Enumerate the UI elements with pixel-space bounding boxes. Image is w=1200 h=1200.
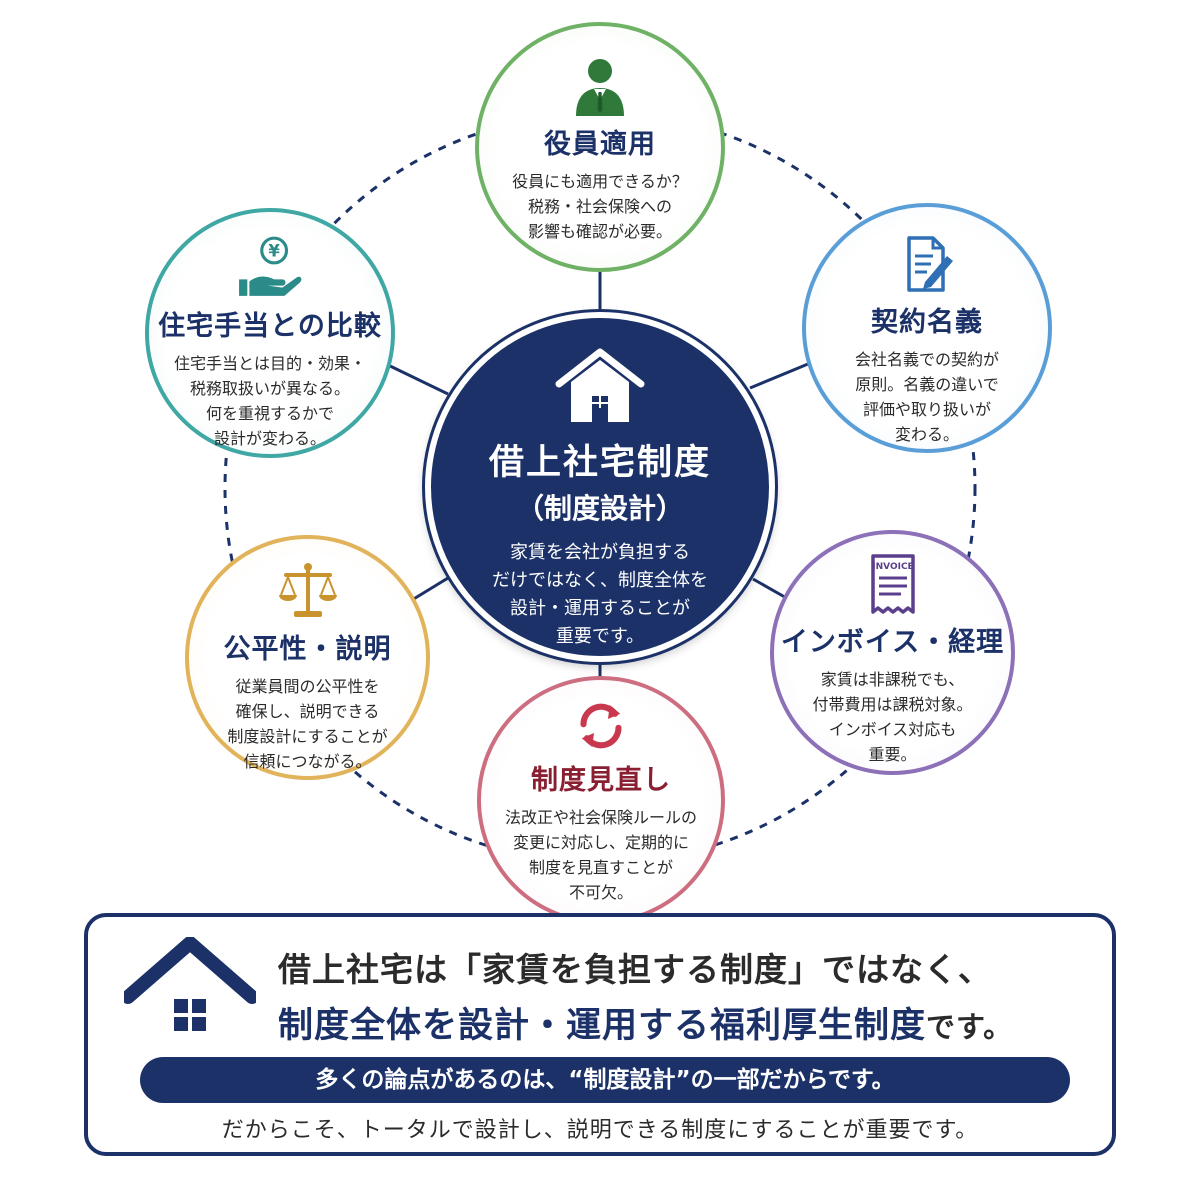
body-line: 重要です。 — [555, 626, 645, 647]
body-line: インボイス対応も — [828, 720, 957, 739]
center-subtitle: （制度設計） — [515, 492, 684, 525]
body-line: 家賃を会社が負担する — [510, 542, 690, 563]
node-title: 制度見直し — [531, 765, 671, 796]
body-line: 変わる。 — [894, 425, 959, 444]
body-line: 法改正や社会保険ルールの — [504, 808, 697, 827]
node-body: 会社名義での契約が 原則。名義の違いで 評価や取り扱いが 変わる。 — [855, 347, 999, 447]
body-line: だけではなく、制度全体を — [492, 570, 708, 591]
balance-scale-icon — [278, 563, 337, 617]
node-body: 法改正や社会保険ルールの 変更に対応し、定期的に 制度を見直すことが 不可欠。 — [505, 805, 697, 905]
invoice-label: INVOICE — [872, 562, 913, 572]
summary-pill: 多くの論点があるのは、“制度設計”の一部だからです。 — [140, 1057, 1070, 1103]
center-title: 借上社宅制度 — [488, 443, 711, 483]
node-jutaku: ¥ 住宅手当との比較 住宅手当とは目的・効果・ 税務取扱いが異なる。 何を重視す… — [145, 208, 395, 458]
summary-emphasis: 制度全体を設計・運用する福利厚生制度 — [278, 1006, 927, 1046]
spoke-jutaku — [387, 363, 449, 396]
body-line: 制度設計にすることが — [227, 727, 388, 746]
spoke-kouhei — [411, 576, 449, 602]
node-body: 従業員間の公平性を 確保し、説明できる 制度設計にすることが 信頼につながる。 — [227, 674, 387, 774]
node-minaoshi: 制度見直し 法改正や社会保険ルールの 変更に対応し、定期的に 制度を見直すことが… — [477, 676, 725, 924]
yen-hand-icon: ¥ — [239, 236, 302, 296]
invoice-document-icon: INVOICE — [870, 554, 915, 614]
body-line: 変更に対応し、定期的に — [512, 833, 689, 852]
node-title: 役員適用 — [544, 129, 656, 160]
body-line: 何を重視するかで — [205, 404, 334, 423]
summary-statement: 借上社宅は「家賃を負担する制度」ではなく、 — [278, 950, 992, 989]
body-line: 影響も確認が必要。 — [527, 222, 672, 241]
body-line: 会社名義での契約が — [854, 350, 999, 369]
summary-conclusion: 制度全体を設計・運用する福利厚生制度です。 — [278, 997, 1013, 1048]
spoke-keiyaku — [749, 362, 809, 390]
node-title: インボイス・経理 — [780, 627, 1005, 658]
node-title: 公平性・説明 — [223, 634, 392, 665]
body-line: 税務取扱いが異なる。 — [189, 379, 350, 398]
node-invoice: INVOICE インボイス・経理 家賃は非課税でも、 付帯費用は課税対象。 イン… — [770, 530, 1015, 775]
center-body: 家賃を会社が負担する だけではなく、制度全体を 設計・運用することが 重要です。 — [492, 539, 708, 651]
body-line: 制度を見直すことが — [528, 858, 673, 877]
body-line: 設計が変わる。 — [213, 429, 326, 448]
refresh-cycle-icon — [580, 703, 622, 749]
summary-footer: だからこそ、トータルで設計し、説明できる制度にすることが重要です。 — [221, 1118, 979, 1143]
body-line: 信頼につながる。 — [243, 752, 372, 771]
node-body: 役員にも適用できるか？ 税務・社会保険への 影響も確認が必要。 — [512, 169, 688, 244]
body-line: 重要。 — [868, 745, 917, 764]
contract-pen-icon — [907, 236, 953, 292]
yen-symbol: ¥ — [268, 242, 280, 261]
summary-tail: です。 — [926, 1010, 1014, 1044]
body-line: 設計・運用することが — [510, 598, 690, 619]
node-title: 住宅手当との比較 — [158, 311, 382, 342]
body-line: 付帯費用は課税対象。 — [812, 695, 973, 714]
body-line: 不可欠。 — [568, 883, 633, 902]
businessman-icon — [576, 59, 624, 116]
node-yakuin: 役員適用 役員にも適用できるか？ 税務・社会保険への 影響も確認が必要。 — [475, 22, 725, 272]
node-body: 住宅手当とは目的・効果・ 税務取扱いが異なる。 何を重視するかで 設計が変わる。 — [174, 351, 366, 451]
node-body: 家賃は非課税でも、 付帯費用は課税対象。 インボイス対応も 重要。 — [812, 667, 972, 767]
body-line: 確保し、説明できる — [235, 702, 380, 721]
body-line: 役員にも適用できるか？ — [512, 172, 688, 191]
body-line: 従業員間の公平性を — [235, 677, 380, 696]
house-icon — [555, 348, 645, 422]
body-line: 住宅手当とは目的・効果・ — [173, 354, 366, 373]
node-title: 契約名義 — [871, 307, 983, 338]
body-line: 評価や取り扱いが — [862, 400, 991, 419]
center-hub: 借上社宅制度 （制度設計） 家賃を会社が負担する だけではなく、制度全体を 設計… — [425, 312, 775, 662]
body-line: 家賃は非課税でも、 — [820, 670, 965, 689]
node-kouhei: 公平性・説明 従業員間の公平性を 確保し、説明できる 制度設計にすることが 信頼… — [185, 535, 430, 780]
node-keiyaku: 契約名義 会社名義での契約が 原則。名義の違いで 評価や取り扱いが 変わる。 — [802, 203, 1052, 453]
body-line: 原則。名義の違いで — [855, 375, 999, 394]
house-icon — [124, 937, 256, 1045]
body-line: 税務・社会保険への — [527, 197, 672, 216]
summary-box: 借上社宅は「家賃を負担する制度」ではなく、 制度全体を設計・運用する福利厚生制度… — [84, 913, 1116, 1156]
